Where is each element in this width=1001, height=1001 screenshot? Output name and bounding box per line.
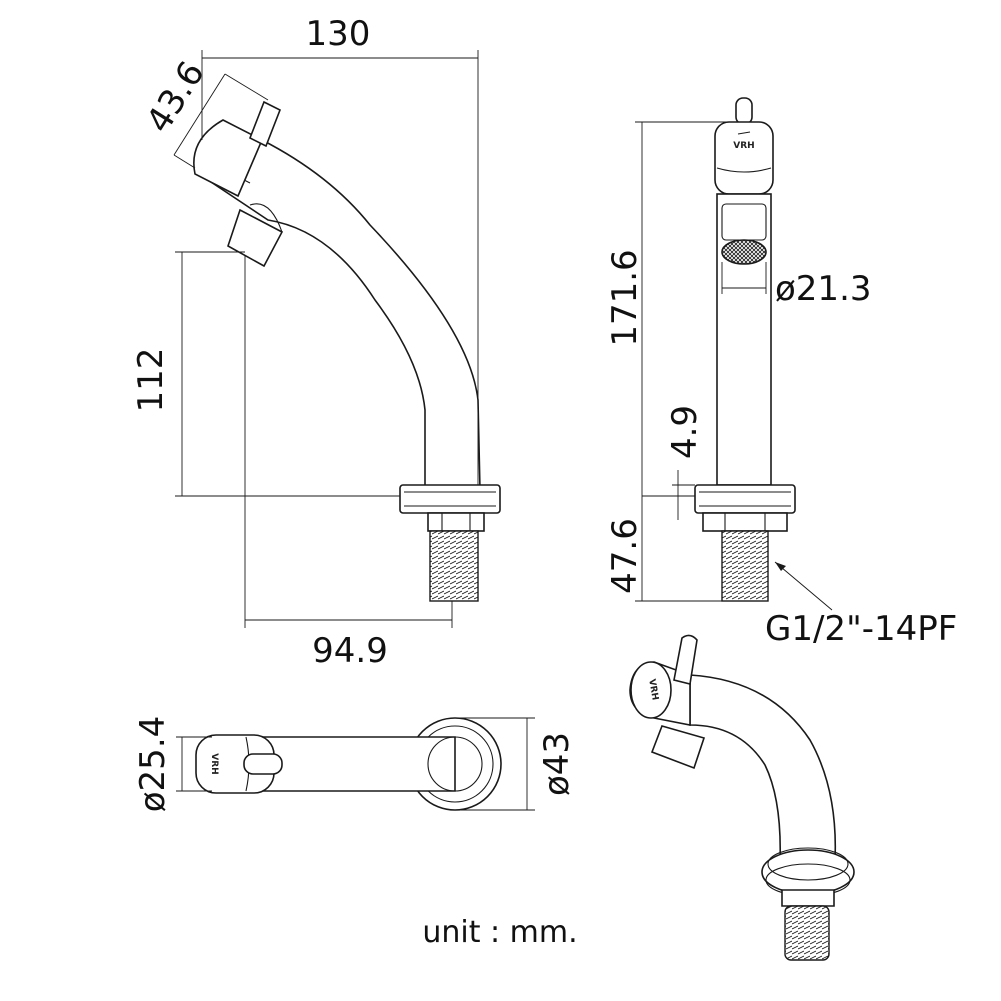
isometric-view: VRH (629, 634, 855, 961)
front-thread-shank (721, 530, 769, 602)
side-view: 130 43.6 112 94.9 (131, 14, 501, 671)
dim-flange-thickness: 4.9 (665, 405, 705, 459)
front-view: VRH 171.6 ø21.3 4.9 47.6 (605, 97, 957, 649)
side-base-flange (399, 484, 501, 514)
dim-overall-length: 130 (306, 14, 371, 54)
top-handle-lever (243, 753, 283, 775)
dim-body-diameter: ø25.4 (133, 716, 173, 813)
unit-note: unit : mm. (422, 915, 577, 950)
top-view: VRH ø25.4 ø43 (133, 716, 577, 813)
dim-total-height: 171.6 (605, 249, 645, 346)
iso-base-flange (761, 849, 855, 895)
dim-shank-length: 47.6 (605, 518, 645, 594)
dim-spout-height: 112 (131, 348, 171, 413)
front-handle-lever (735, 97, 753, 125)
iso-logo: VRH (646, 678, 660, 701)
iso-nut (781, 889, 835, 907)
iso-spout-body (689, 674, 837, 863)
dim-outlet-diameter: ø21.3 (775, 269, 872, 309)
iso-thread-shank (784, 905, 830, 961)
dim-flange-diameter: ø43 (537, 732, 577, 796)
side-thread-shank (429, 530, 479, 602)
side-head-cap (193, 119, 264, 198)
thread-spec-label: G1/2"-14PF (765, 609, 957, 649)
side-nut (427, 512, 485, 532)
side-spout-body (194, 127, 481, 491)
iso-outlet (650, 725, 706, 770)
dim-reach: 94.9 (312, 631, 388, 671)
side-handle-lever (248, 100, 282, 148)
front-logo: VRH (733, 141, 754, 151)
front-base-flange (694, 484, 796, 514)
top-logo: VRH (209, 753, 219, 774)
front-body (716, 193, 772, 486)
front-aerator-mesh (721, 239, 767, 265)
iso-handle-lever (673, 634, 698, 685)
front-nut (702, 512, 788, 532)
